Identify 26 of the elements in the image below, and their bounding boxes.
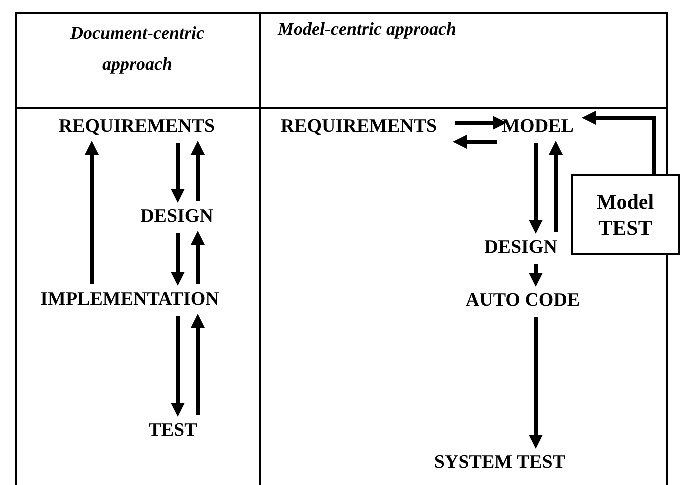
arrow [453,135,497,149]
arrow [85,141,99,284]
column-heading: Document-centric approach [69,22,206,76]
stage-label: SYSTEM TEST [424,452,576,474]
arrow [455,116,507,130]
arrow [191,314,205,415]
stage-label: IMPLEMENTATION [26,289,234,311]
arrow [529,264,543,287]
arrow [582,111,656,174]
arrow [529,143,543,234]
stage-label: REQUIREMENTS [268,116,450,138]
stage-label: DESIGN [478,237,564,259]
arrow [191,141,205,201]
arrow [171,143,185,203]
arrow [171,233,185,286]
arrow [529,317,543,449]
stage-label: MODEL [497,116,579,138]
stage-label: DESIGN [132,206,222,228]
stage-label: REQUIREMENTS [38,116,236,138]
stage-label: TEST [142,420,204,442]
column-heading: Model-centric approach [278,18,456,40]
test-box: Model TEST [571,174,680,255]
arrow [171,316,185,417]
arrow [549,141,563,232]
arrow [191,231,205,284]
stage-label: AUTO CODE [456,290,590,312]
